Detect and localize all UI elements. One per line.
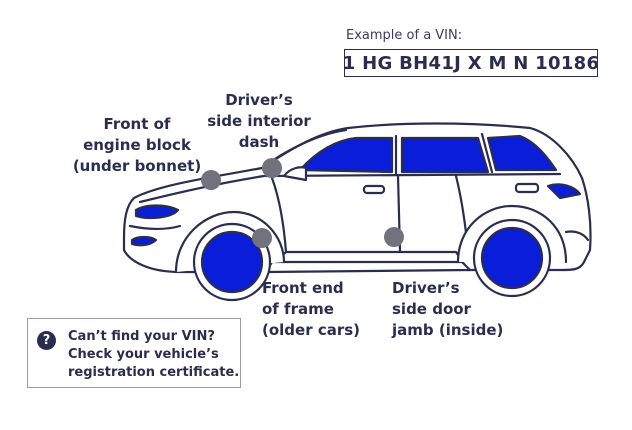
question-icon: ? [37, 331, 56, 350]
marker-door-jamb [384, 227, 404, 247]
marker-frame [252, 228, 272, 248]
help-box: ? Can’t find your VIN? Check your vehicl… [27, 318, 241, 388]
headlight-shape [134, 204, 180, 220]
vin-example-box: 1 HG BH41J X M N 10186 [343, 49, 599, 77]
label-engine-block: Front of engine block (under bonnet) [72, 115, 202, 175]
label-door-jamb: Driver’s side door jamb (inside) [392, 279, 504, 339]
foglight-shape [130, 235, 158, 247]
help-text: Can’t find your VIN? Check your vehicle’… [68, 329, 240, 380]
vin-example-caption: Example of a VIN: [346, 28, 463, 43]
taillight-shape [546, 183, 582, 200]
marker-engine-block [201, 170, 221, 190]
label-frame: Front end of frame (older cars) [262, 279, 361, 339]
marker-interior-dash [262, 158, 282, 178]
label-interior-dash: Driver’s side interior dash [207, 91, 311, 151]
